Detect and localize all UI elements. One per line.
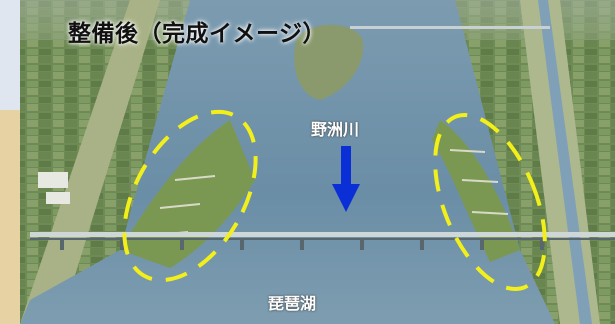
side-channel <box>538 0 592 324</box>
highlight-ellipse-left <box>122 109 258 283</box>
lake-name-label: 琵琶湖 <box>268 294 317 313</box>
page-title: 整備後（完成イメージ） <box>68 21 327 47</box>
river-island <box>294 24 364 100</box>
left-frame-strip <box>0 110 20 324</box>
farm-buildings <box>38 172 70 204</box>
bridge <box>30 232 615 250</box>
down-arrow-icon <box>332 146 360 212</box>
highlight-ellipse-right <box>433 112 547 292</box>
river-name-label: 野洲川 <box>311 120 360 139</box>
